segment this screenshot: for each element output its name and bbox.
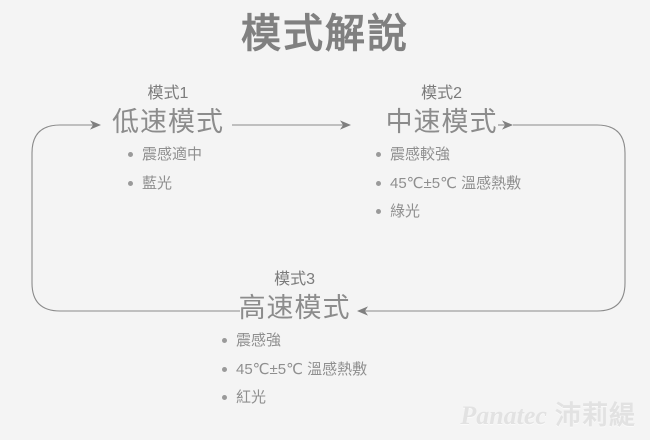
mode-2-title: 中速模式 xyxy=(385,107,498,137)
bullet-dot-icon xyxy=(222,394,227,400)
mode-1-index-label: 模式1 xyxy=(147,85,189,102)
mode-3-feature-list: 震感強 45℃±5℃ 溫感熱敷 紅光 xyxy=(222,332,367,406)
mode-3-feature-text: 震感強 xyxy=(236,332,282,350)
bullet-dot-icon xyxy=(222,338,227,344)
mode-3-index-label: 模式3 xyxy=(274,271,316,288)
list-item: 藍光 xyxy=(128,175,224,192)
mode-2-feature-text: 綠光 xyxy=(390,202,421,220)
mode-2-feature-text: 45℃±5℃ 溫感熱敷 xyxy=(390,174,522,192)
mode-3-feature-text: 45℃±5℃ 溫感熱敷 xyxy=(236,360,368,378)
bullet-dot-icon xyxy=(128,180,133,186)
mode-3-title: 高速模式 xyxy=(238,293,351,323)
list-item: 震感適中 xyxy=(128,146,224,163)
bullet-dot-icon xyxy=(222,366,227,372)
list-item: 震感較強 xyxy=(376,146,521,163)
mode-1-feature-list: 震感適中 藍光 xyxy=(128,146,224,192)
mode-3-feature-text: 紅光 xyxy=(236,388,267,406)
list-item: 震感強 xyxy=(222,332,367,349)
mode-block-1: 模式1 低速模式 震感適中 藍光 xyxy=(112,86,224,203)
mode-block-3: 模式3 高速模式 震感強 45℃±5℃ 溫感熱敷 紅光 xyxy=(222,272,367,417)
mode-1-feature-text: 震感適中 xyxy=(142,146,203,164)
list-item: 45℃±5℃ 溫感熱敷 xyxy=(376,175,521,192)
mode-1-feature-text: 藍光 xyxy=(142,174,173,192)
bullet-dot-icon xyxy=(376,152,381,158)
page-title: 模式解說 xyxy=(241,12,409,56)
mode-2-feature-text: 震感較強 xyxy=(390,146,451,164)
mode-2-feature-list: 震感較強 45℃±5℃ 溫感熱敷 綠光 xyxy=(376,146,521,220)
mode-block-2: 模式2 中速模式 震感較強 45℃±5℃ 溫感熱敷 綠光 xyxy=(362,86,521,231)
list-item: 45℃±5℃ 溫感熱敷 xyxy=(222,361,367,378)
bullet-dot-icon xyxy=(128,152,133,158)
mode-1-title: 低速模式 xyxy=(112,107,224,137)
watermark-cjk: 沛莉緹 xyxy=(554,400,636,430)
bullet-dot-icon xyxy=(376,180,381,186)
watermark-latin: Panatec xyxy=(460,401,547,430)
mode-2-index-label: 模式2 xyxy=(421,85,463,102)
list-item: 綠光 xyxy=(376,203,521,220)
list-item: 紅光 xyxy=(222,389,367,406)
bullet-dot-icon xyxy=(376,208,381,214)
